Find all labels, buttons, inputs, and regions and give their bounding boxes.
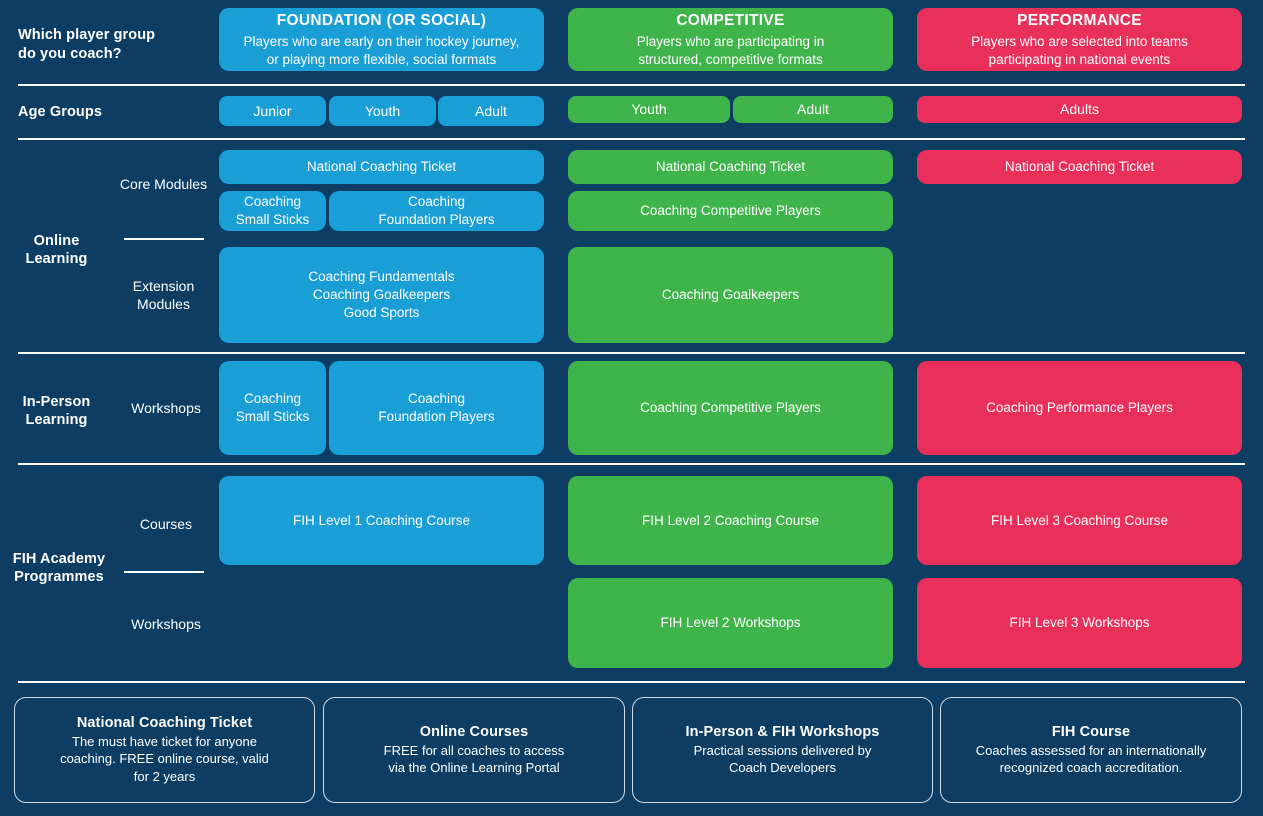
card-label: Coaching Foundation Players	[378, 391, 495, 424]
divider-1	[18, 84, 1245, 86]
row-label-in-person-learning: In-Person Learning	[22, 394, 91, 429]
card-label: Coaching Fundamentals Coaching Goalkeepe…	[308, 269, 455, 320]
in-person-performance-players[interactable]: Coaching Performance Players	[917, 361, 1242, 455]
age-pill-foundation-youth[interactable]: Youth	[329, 96, 436, 126]
age-pill-foundation-adult[interactable]: Adult	[438, 96, 544, 126]
legend-desc: Practical sessions delivered by Coach De…	[693, 742, 872, 775]
card-label: FIH Level 2 Coaching Course	[641, 512, 820, 528]
age-pill-competitive-youth[interactable]: Youth	[568, 96, 730, 123]
fih-workshop-performance-level-3[interactable]: FIH Level 3 Workshops	[917, 578, 1242, 668]
online-extension-foundation[interactable]: Coaching Fundamentals Coaching Goalkeepe…	[219, 247, 544, 343]
sub-label-in-person-workshops: Workshops	[131, 400, 201, 416]
column-desc-foundation: Players who are early on their hockey jo…	[243, 33, 520, 67]
divider-3	[18, 352, 1245, 354]
card-label: Coaching Small Sticks	[235, 194, 310, 227]
online-core-foundation-ticket[interactable]: National Coaching Ticket	[219, 150, 544, 184]
legend-desc: FREE for all coaches to access via the O…	[383, 742, 565, 775]
subdivider-online-learning	[124, 238, 204, 240]
card-label: National Coaching Ticket	[655, 159, 806, 175]
divider-4	[18, 463, 1245, 465]
age-pill-label: Adults	[1060, 101, 1099, 118]
column-header-competitive[interactable]: COMPETITIVE Players who are participatin…	[568, 8, 893, 71]
legend-desc: Coaches assessed for an internationally …	[975, 742, 1207, 775]
legend-card-national-coaching-ticket: National Coaching Ticket The must have t…	[14, 697, 315, 803]
legend-title: In-Person & FIH Workshops	[685, 723, 880, 740]
column-title-foundation: FOUNDATION (OR SOCIAL)	[276, 11, 487, 29]
player-group-question-label: Which player group do you coach?	[18, 27, 156, 62]
fih-course-performance-level-3[interactable]: FIH Level 3 Coaching Course	[917, 476, 1242, 565]
online-core-competitive-players[interactable]: Coaching Competitive Players	[568, 191, 893, 231]
card-label: Coaching Competitive Players	[640, 203, 821, 219]
column-header-foundation[interactable]: FOUNDATION (OR SOCIAL) Players who are e…	[219, 8, 544, 71]
card-label: Coaching Foundation Players	[378, 194, 495, 227]
column-title-performance: PERFORMANCE	[1017, 11, 1142, 29]
online-extension-competitive[interactable]: Coaching Goalkeepers	[568, 247, 893, 343]
divider-2	[18, 138, 1245, 140]
legend-desc: The must have ticket for anyone coaching…	[60, 733, 269, 784]
legend-title: National Coaching Ticket	[76, 714, 253, 731]
online-core-performance-ticket[interactable]: National Coaching Ticket	[917, 150, 1242, 184]
card-label: FIH Level 3 Coaching Course	[990, 512, 1169, 528]
age-pill-label: Youth	[364, 102, 401, 119]
subdivider-fih-academy	[124, 571, 204, 573]
card-label: Coaching Competitive Players	[640, 400, 821, 416]
age-pill-competitive-adult[interactable]: Adult	[733, 96, 893, 123]
fih-course-foundation-level-1[interactable]: FIH Level 1 Coaching Course	[219, 476, 544, 565]
column-desc-performance: Players who are selected into teams part…	[971, 33, 1188, 67]
in-person-foundation-small-sticks[interactable]: Coaching Small Sticks	[219, 361, 326, 455]
card-label: FIH Level 1 Coaching Course	[292, 512, 471, 528]
in-person-competitive-players[interactable]: Coaching Competitive Players	[568, 361, 893, 455]
divider-5	[18, 681, 1245, 683]
legend-card-online-courses: Online Courses FREE for all coaches to a…	[323, 697, 625, 803]
legend-card-fih-course: FIH Course Coaches assessed for an inter…	[940, 697, 1242, 803]
column-title-competitive: COMPETITIVE	[676, 11, 785, 29]
legend-title: FIH Course	[1051, 723, 1131, 740]
row-label-online-learning: Online Learning	[25, 233, 88, 268]
legend-title: Online Courses	[419, 723, 529, 740]
column-header-performance[interactable]: PERFORMANCE Players who are selected int…	[917, 8, 1242, 71]
fih-workshop-competitive-level-2[interactable]: FIH Level 2 Workshops	[568, 578, 893, 668]
online-core-foundation-small-sticks[interactable]: Coaching Small Sticks	[219, 191, 326, 231]
sub-label-fih-workshops: Workshops	[131, 616, 201, 632]
sub-label-core-modules: Core Modules	[119, 176, 208, 192]
row-label-age-groups: Age Groups	[18, 104, 102, 120]
age-pill-label: Junior	[253, 102, 292, 119]
fih-course-competitive-level-2[interactable]: FIH Level 2 Coaching Course	[568, 476, 893, 565]
column-desc-competitive: Players who are participating in structu…	[636, 33, 825, 67]
age-pill-label: Adult	[797, 101, 829, 118]
legend-card-in-person-fih-workshops: In-Person & FIH Workshops Practical sess…	[632, 697, 933, 803]
card-label: Coaching Performance Players	[986, 400, 1173, 416]
age-pill-performance-adults[interactable]: Adults	[917, 96, 1242, 123]
age-pill-label: Youth	[631, 101, 667, 118]
row-label-fih-academy: FIH Academy Programmes	[12, 551, 106, 586]
online-core-competitive-ticket[interactable]: National Coaching Ticket	[568, 150, 893, 184]
card-label: National Coaching Ticket	[1004, 159, 1155, 175]
sub-label-extension-modules: Extension Modules	[132, 278, 195, 312]
in-person-foundation-foundation-players[interactable]: Coaching Foundation Players	[329, 361, 544, 455]
card-label: Coaching Small Sticks	[235, 391, 310, 424]
card-label: FIH Level 2 Workshops	[660, 615, 801, 631]
card-label: National Coaching Ticket	[306, 159, 457, 175]
sub-label-fih-courses: Courses	[139, 516, 193, 532]
age-pill-foundation-junior[interactable]: Junior	[219, 96, 326, 126]
age-pill-label: Adult	[475, 102, 507, 119]
card-label: Coaching Goalkeepers	[661, 287, 800, 303]
card-label: FIH Level 3 Workshops	[1009, 615, 1150, 631]
online-core-foundation-foundation-players[interactable]: Coaching Foundation Players	[329, 191, 544, 231]
